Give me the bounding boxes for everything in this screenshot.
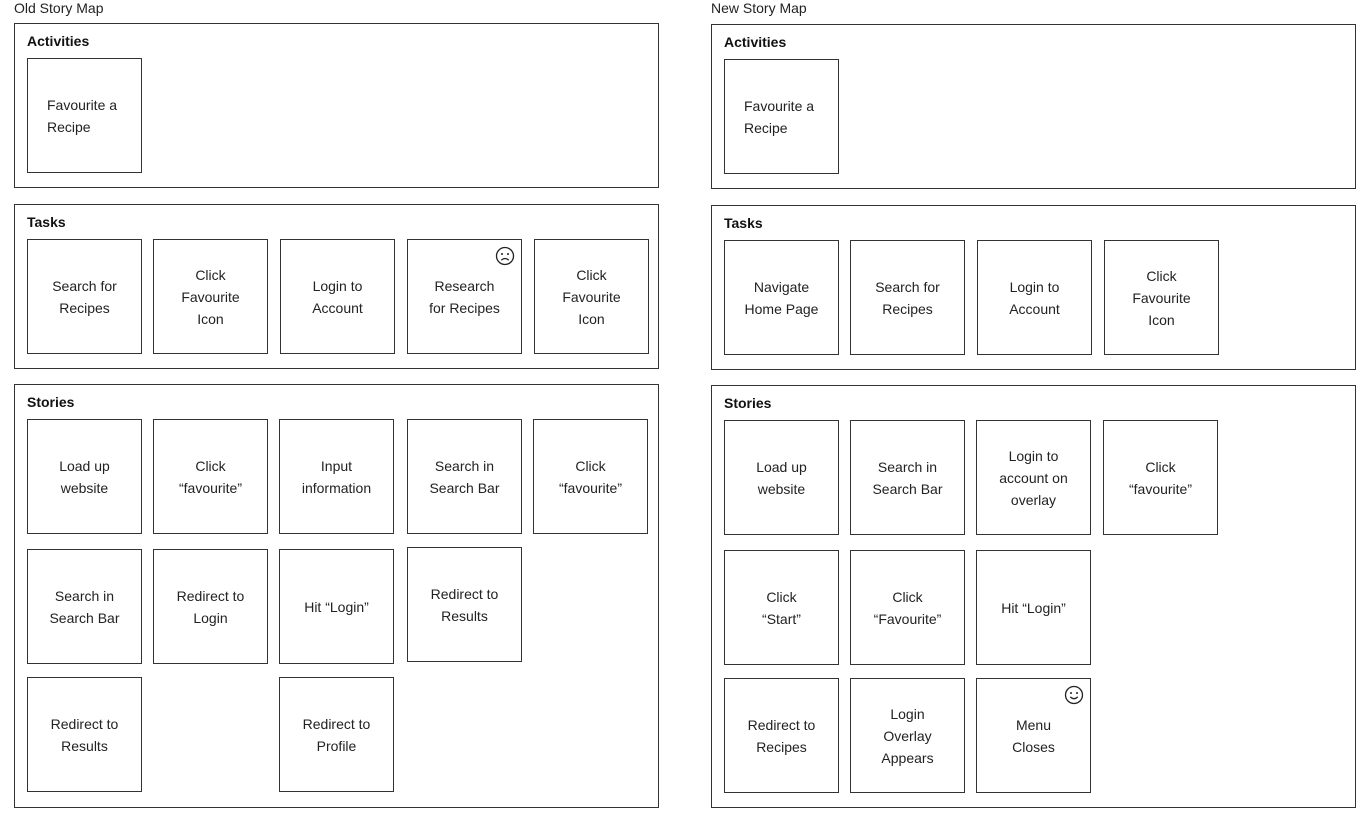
card-text: Click “Favourite” xyxy=(873,588,942,627)
card-text: Redirect to Results xyxy=(430,585,499,624)
card-text: Load up website xyxy=(59,457,110,496)
new-stories-section: Stories Load up website Search in Search… xyxy=(711,385,1356,808)
new-map-title: New Story Map xyxy=(711,0,807,16)
card-text: Click Favourite Icon xyxy=(181,266,240,327)
old-task-card: Search for Recipes xyxy=(27,239,142,354)
new-tasks-section: Tasks Navigate Home Page Search for Reci… xyxy=(711,205,1356,370)
old-story-card: Click “favourite” xyxy=(153,419,268,534)
new-task-card: Click Favourite Icon xyxy=(1104,240,1219,355)
card-text: Click “favourite” xyxy=(558,457,623,496)
card-text: Click “favourite” xyxy=(1128,458,1193,497)
old-task-card: Research for Recipes xyxy=(407,239,522,354)
old-story-card: Search in Search Bar xyxy=(27,549,142,664)
card-text: Hit “Login” xyxy=(1001,599,1066,616)
old-story-card: Input information xyxy=(279,419,394,534)
old-map-title: Old Story Map xyxy=(14,0,104,16)
card-text: Hit “Login” xyxy=(304,598,369,615)
old-task-card: Login to Account xyxy=(280,239,395,354)
new-activities-section: Activities Favourite a Recipe xyxy=(711,24,1356,189)
old-story-card: Click “favourite” xyxy=(533,419,648,534)
new-stories-label: Stories xyxy=(724,395,772,411)
card-text: Input information xyxy=(301,457,372,496)
old-story-card: Redirect to Profile xyxy=(279,677,394,792)
old-story-card: Hit “Login” xyxy=(279,549,394,664)
new-story-card: Load up website xyxy=(724,420,839,535)
card-text: Redirect to Recipes xyxy=(747,716,816,755)
old-activity-card: Favourite a Recipe xyxy=(27,58,142,173)
card-text: Search for Recipes xyxy=(875,278,940,317)
card-text: Favourite a Recipe xyxy=(47,96,118,135)
old-story-card: Search in Search Bar xyxy=(407,419,522,534)
card-text: Click Favourite Icon xyxy=(562,266,621,327)
card-text: Menu Closes xyxy=(1012,716,1055,755)
old-tasks-label: Tasks xyxy=(27,214,66,230)
new-story-card: Redirect to Recipes xyxy=(724,678,839,793)
card-text: Redirect to Results xyxy=(50,715,119,754)
old-stories-section: Stories Load up website Click “favourite… xyxy=(14,384,659,808)
happy-face-icon xyxy=(1064,685,1084,705)
card-text: Research for Recipes xyxy=(429,277,500,316)
old-story-card: Redirect to Results xyxy=(407,547,522,662)
old-tasks-section: Tasks Search for Recipes Click Favourite… xyxy=(14,204,659,369)
new-story-card: Click “favourite” xyxy=(1103,420,1218,535)
card-text: Load up website xyxy=(756,458,807,497)
new-story-card: Search in Search Bar xyxy=(850,420,965,535)
new-activity-card: Favourite a Recipe xyxy=(724,59,839,174)
card-text: Login to Account xyxy=(1009,278,1060,317)
old-task-card: Click Favourite Icon xyxy=(153,239,268,354)
old-story-card: Redirect to Login xyxy=(153,549,268,664)
card-text: Search for Recipes xyxy=(52,277,117,316)
new-story-card: Click “Favourite” xyxy=(850,550,965,665)
card-text: Login to account on overlay xyxy=(999,447,1068,508)
card-text: Redirect to Profile xyxy=(302,715,371,754)
old-story-card: Redirect to Results xyxy=(27,677,142,792)
new-task-card: Search for Recipes xyxy=(850,240,965,355)
card-text: Click “favourite” xyxy=(178,457,243,496)
sad-face-icon xyxy=(495,246,515,266)
new-story-card: Menu Closes xyxy=(976,678,1091,793)
card-text: Search in Search Bar xyxy=(872,458,943,497)
card-text: Redirect to Login xyxy=(176,587,245,626)
new-story-card: Login Overlay Appears xyxy=(850,678,965,793)
old-task-card: Click Favourite Icon xyxy=(534,239,649,354)
old-stories-label: Stories xyxy=(27,394,75,410)
card-text: Favourite a Recipe xyxy=(744,97,815,136)
new-activities-label: Activities xyxy=(724,34,787,50)
card-text: Login Overlay Appears xyxy=(881,705,934,766)
card-text: Login to Account xyxy=(312,277,363,316)
old-activities-label: Activities xyxy=(27,33,90,49)
new-story-card: Click “Start” xyxy=(724,550,839,665)
new-story-card: Hit “Login” xyxy=(976,550,1091,665)
new-task-card: Login to Account xyxy=(977,240,1092,355)
card-text: Search in Search Bar xyxy=(429,457,500,496)
new-tasks-label: Tasks xyxy=(724,215,763,231)
card-text: Click “Start” xyxy=(762,588,801,627)
card-text: Search in Search Bar xyxy=(49,587,120,626)
old-activities-section: Activities Favourite a Recipe xyxy=(14,23,659,188)
new-task-card: Navigate Home Page xyxy=(724,240,839,355)
card-text: Click Favourite Icon xyxy=(1132,267,1191,328)
card-text: Navigate Home Page xyxy=(744,278,819,317)
new-story-card: Login to account on overlay xyxy=(976,420,1091,535)
old-story-card: Load up website xyxy=(27,419,142,534)
